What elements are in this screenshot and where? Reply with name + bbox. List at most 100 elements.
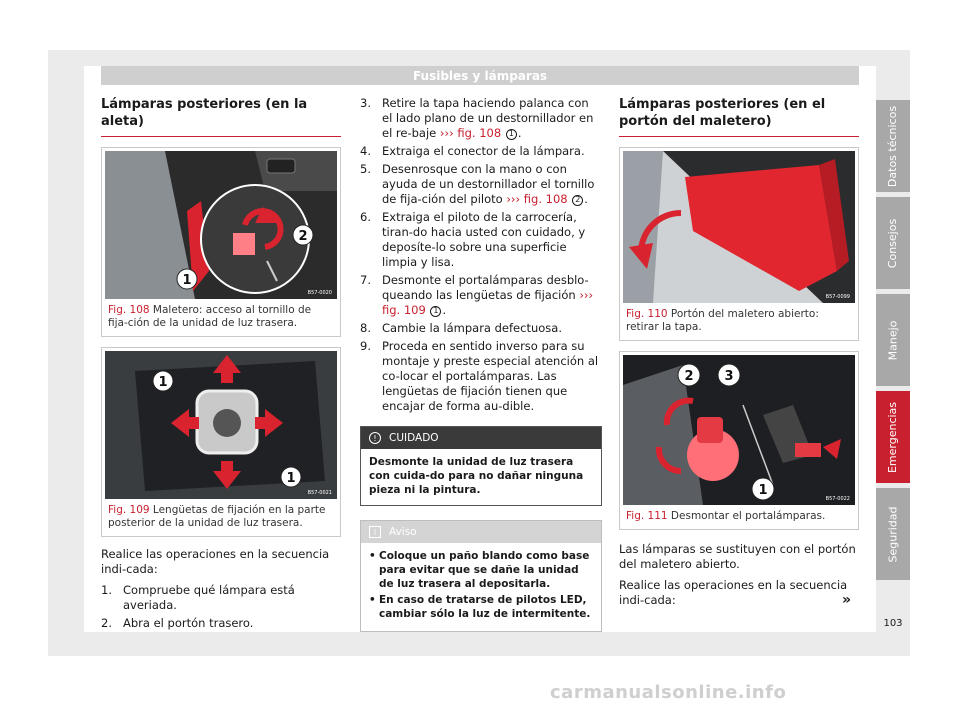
figure-111-image: 2 3 1 B57-0022 (623, 355, 855, 505)
step-text: Compruebe qué lámpara está averiada. (123, 583, 295, 612)
step-text-end: . (584, 192, 588, 206)
section-title-porton: Lámparas posteriores (en el portón del m… (619, 96, 859, 137)
note-label: Aviso (389, 526, 417, 538)
note-header: i Aviso (361, 521, 601, 543)
step-text-end: . (442, 303, 447, 317)
figure-108: 2 1 B57-0020 Fig. 108 Maletero: acceso a… (101, 147, 341, 337)
step-text: Extraiga el piloto de la carrocería, tir… (382, 210, 602, 270)
step-number: 1. (101, 583, 112, 597)
figure-110: B57-0099 Fig. 110 Portón del maletero ab… (619, 147, 859, 341)
caution-box: ! CUIDADO Desmonte la unidad de luz tras… (360, 426, 602, 506)
step-number: 9. (360, 339, 371, 353)
step-number: 8. (360, 321, 371, 335)
steps-list-continued: 3. Retire la tapa haciendo palanca con el… (360, 96, 602, 414)
watermark: carmanualsonline.info (550, 682, 787, 703)
figure-111-number: Fig. 111 (626, 510, 668, 522)
figure-108-code: B57-0020 (307, 290, 332, 296)
figure-108-number: Fig. 108 (108, 304, 150, 316)
side-tab[interactable]: Datos técnicos (876, 100, 910, 192)
note-item: •En caso de tratarse de pilotos LED, cam… (369, 593, 593, 621)
figure-reference-link[interactable]: ››› fig. 108 (506, 192, 568, 206)
fig111-callout-2: 2 (684, 369, 693, 384)
step-number: 6. (360, 210, 371, 224)
side-tab[interactable]: Manejo (876, 294, 910, 386)
caution-label: CUIDADO (389, 432, 439, 444)
step-item: 3. Retire la tapa haciendo palanca con el… (360, 96, 602, 141)
figure-110-caption: Fig. 110 Portón del maletero abierto: re… (623, 303, 855, 337)
section-title-aleta: Lámparas posteriores (en la aleta) (101, 96, 341, 137)
figure-108-caption: Fig. 108 Maletero: acceso al tornillo de… (105, 299, 337, 333)
step-text: Cambie la lámpara defectuosa. (382, 321, 562, 336)
caution-header: ! CUIDADO (361, 427, 601, 449)
note-item-text: Coloque un paño blando como base para ev… (379, 550, 590, 590)
column-middle: 3. Retire la tapa haciendo palanca con el… (360, 96, 602, 632)
figure-reference-link[interactable]: ››› fig. 108 (439, 126, 502, 140)
column-left: Lámparas posteriores (en la aleta) 2 1 B… (101, 96, 341, 634)
step-number: 2. (101, 616, 112, 630)
step-item: 6. Extraiga el piloto de la carrocería, t… (360, 210, 602, 270)
step-item: 7.Desmonte el portalámparas desblo-quean… (360, 273, 602, 318)
figure-110-image: B57-0099 (623, 151, 855, 303)
paragraph-1: Las lámparas se sustituyen con el portón… (619, 542, 856, 571)
step-number: 4. (360, 144, 371, 158)
figure-111-code: B57-0022 (825, 496, 850, 502)
fig108-callout-2: 2 (298, 229, 307, 244)
callout-number: 2 (572, 194, 584, 206)
figure-reference-link[interactable]: ››› fig. 109 (382, 288, 594, 317)
step-text: Abra el portón trasero. (123, 616, 254, 630)
steps-list-start: 1. Compruebe qué lámpara está averiada. 2… (101, 583, 341, 631)
step-text-main: Retire la tapa haciendo palanca con el l… (382, 96, 594, 140)
step-text-main: Extraiga el conector de la lámpara. (382, 144, 585, 158)
figure-109-code: B57-0021 (307, 490, 332, 496)
header-title: Fusibles y lámparas (412, 68, 548, 83)
figure-111-caption: Fig. 111 Desmontar el portalámparas. (623, 505, 855, 526)
figure-111-text: Desmontar el portalámparas. (670, 510, 826, 522)
step-item: 2. Abra el portón trasero. (101, 616, 341, 631)
intro-text: Realice las operaciones en la secuencia … (101, 547, 330, 576)
step-number: 5. (360, 162, 371, 176)
figure-108-image: 2 1 B57-0020 (105, 151, 337, 299)
step-text: Retire la tapa haciendo palanca con el l… (382, 96, 602, 141)
figure-108-text: Maletero: acceso al tornillo de fija-ció… (108, 304, 312, 329)
side-tab[interactable]: Emergencias (876, 391, 910, 483)
figure-110-text: Portón del maletero abierto: retirar la … (626, 308, 819, 333)
fig109-callout-top: 1 (158, 375, 167, 390)
info-icon: i (369, 526, 381, 538)
side-tab[interactable]: Consejos (876, 197, 910, 289)
step-item: 4. Extraiga el conector de la lámpara. (360, 144, 602, 159)
figure-110-code: B57-0099 (825, 294, 850, 300)
column-right: Lámparas posteriores (en el portón del m… (619, 96, 859, 614)
figure-109-number: Fig. 109 (108, 504, 150, 516)
note-box: i Aviso •Coloque un paño blando como bas… (360, 520, 602, 632)
note-item-text: En caso de tratarse de pilotos LED, camb… (379, 594, 591, 620)
fig111-callout-1: 1 (758, 483, 767, 498)
figure-109: 1 1 B57-0021 Fig. 109 Lengüetas de fijac… (101, 347, 341, 537)
figure-111: 2 3 1 B57-0022 Fig. 111 Desmontar el por… (619, 351, 859, 530)
figure-109-image: 1 1 B57-0021 (105, 351, 337, 499)
step-number: 3. (360, 96, 371, 110)
step-text: Desenrosque con la mano o con ayuda de u… (382, 162, 602, 207)
continue-marker: » (842, 592, 852, 608)
step-text-main: Extraiga el piloto de la carrocería, tir… (382, 210, 586, 269)
step-text-main: Proceda en sentido inverso para su monta… (382, 339, 599, 413)
step-text-main: Desenrosque con la mano o con ayuda de u… (382, 162, 595, 206)
step-text: Extraiga el conector de la lámpara. (382, 144, 585, 159)
fig108-callout-1: 1 (182, 273, 191, 288)
warning-icon: ! (369, 432, 381, 444)
step-text-main: Desmonte el portalámparas desblo-queando… (382, 273, 589, 302)
step-item: 5. Desenrosque con la mano o con ayuda de… (360, 162, 602, 207)
step-text: Desmonte el portalámparas desblo-queando… (382, 273, 602, 318)
step-item: 1. Compruebe qué lámpara está averiada. (101, 583, 341, 613)
paragraph-2: Realice las operaciones en la secuencia … (619, 578, 848, 607)
step-text-main: Cambie la lámpara defectuosa. (382, 321, 562, 335)
fig111-callout-3: 3 (724, 369, 733, 384)
page-number: 103 (883, 618, 903, 629)
side-tab[interactable]: Seguridad (876, 488, 910, 580)
callout-number: 1 (430, 305, 442, 317)
step-item: 9. Proceda en sentido inverso para su mon… (360, 339, 602, 414)
page-header: Fusibles y lámparas (101, 66, 859, 85)
fig109-callout-bottom: 1 (286, 471, 295, 486)
side-tab-label: Datos técnicos (886, 105, 900, 187)
caution-text: Desmonte la unidad de luz trasera con cu… (369, 456, 584, 496)
